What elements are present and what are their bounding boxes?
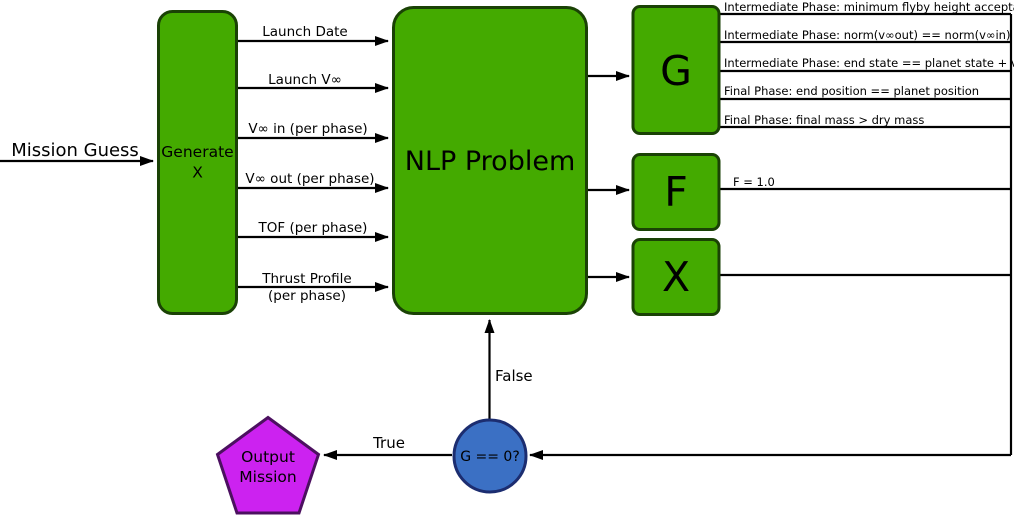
output-mission-label-line1: Output xyxy=(241,448,295,466)
thrust-profile-label-line1: Thrust Profile xyxy=(261,271,352,287)
output-mission-label-line2: Mission xyxy=(239,468,296,486)
nlp-node-label: NLP Problem xyxy=(405,146,576,177)
constraint-label-5: Final Phase: final mass > dry mass xyxy=(724,113,924,127)
output-mission-node: Output Mission xyxy=(215,415,321,515)
constraint-label-4: Final Phase: end position == planet posi… xyxy=(724,84,979,98)
nlp-node: NLP Problem xyxy=(392,6,588,315)
vinf-out-label: V∞ out (per phase) xyxy=(245,171,374,187)
launch-vinf-label: Launch V∞ xyxy=(268,72,342,88)
decision-node-label: G == 0? xyxy=(460,449,520,465)
f-node-box xyxy=(631,153,721,231)
false-branch-label: False xyxy=(495,367,533,385)
f-node: F xyxy=(631,153,721,231)
constraint-label-1: Intermediate Phase: minimum flyby height… xyxy=(724,0,1014,14)
output-mission-pentagon xyxy=(215,415,321,515)
tof-label: TOF (per phase) xyxy=(258,220,368,236)
decision-node: G == 0? xyxy=(452,418,528,494)
objective-label: F = 1.0 xyxy=(733,175,775,189)
mission-guess-label: Mission Guess xyxy=(11,140,139,161)
g-node: G xyxy=(631,5,721,135)
generate-node: Generate X xyxy=(157,10,238,315)
f-node-label: F xyxy=(664,168,688,216)
generate-node-box xyxy=(157,10,238,315)
constraint-label-3: Intermediate Phase: end state == planet … xyxy=(724,56,1014,70)
decision-node-circle xyxy=(452,418,528,494)
thrust-profile-label-line2: (per phase) xyxy=(268,288,346,304)
constraint-label-2: Intermediate Phase: norm(v∞out) == norm(… xyxy=(724,28,1010,42)
vinf-in-label: V∞ in (per phase) xyxy=(248,121,367,137)
x-node: X xyxy=(631,238,721,316)
x-node-box xyxy=(631,238,721,316)
x-node-label: X xyxy=(662,253,690,301)
g-node-box xyxy=(631,5,721,135)
launch-date-label: Launch Date xyxy=(262,24,347,40)
generate-node-label-line1: Generate xyxy=(161,143,233,161)
g-node-label: G xyxy=(660,47,692,95)
generate-node-label-line2: X xyxy=(192,164,203,182)
true-branch-label: True xyxy=(372,434,405,452)
nlp-node-box xyxy=(392,6,588,315)
